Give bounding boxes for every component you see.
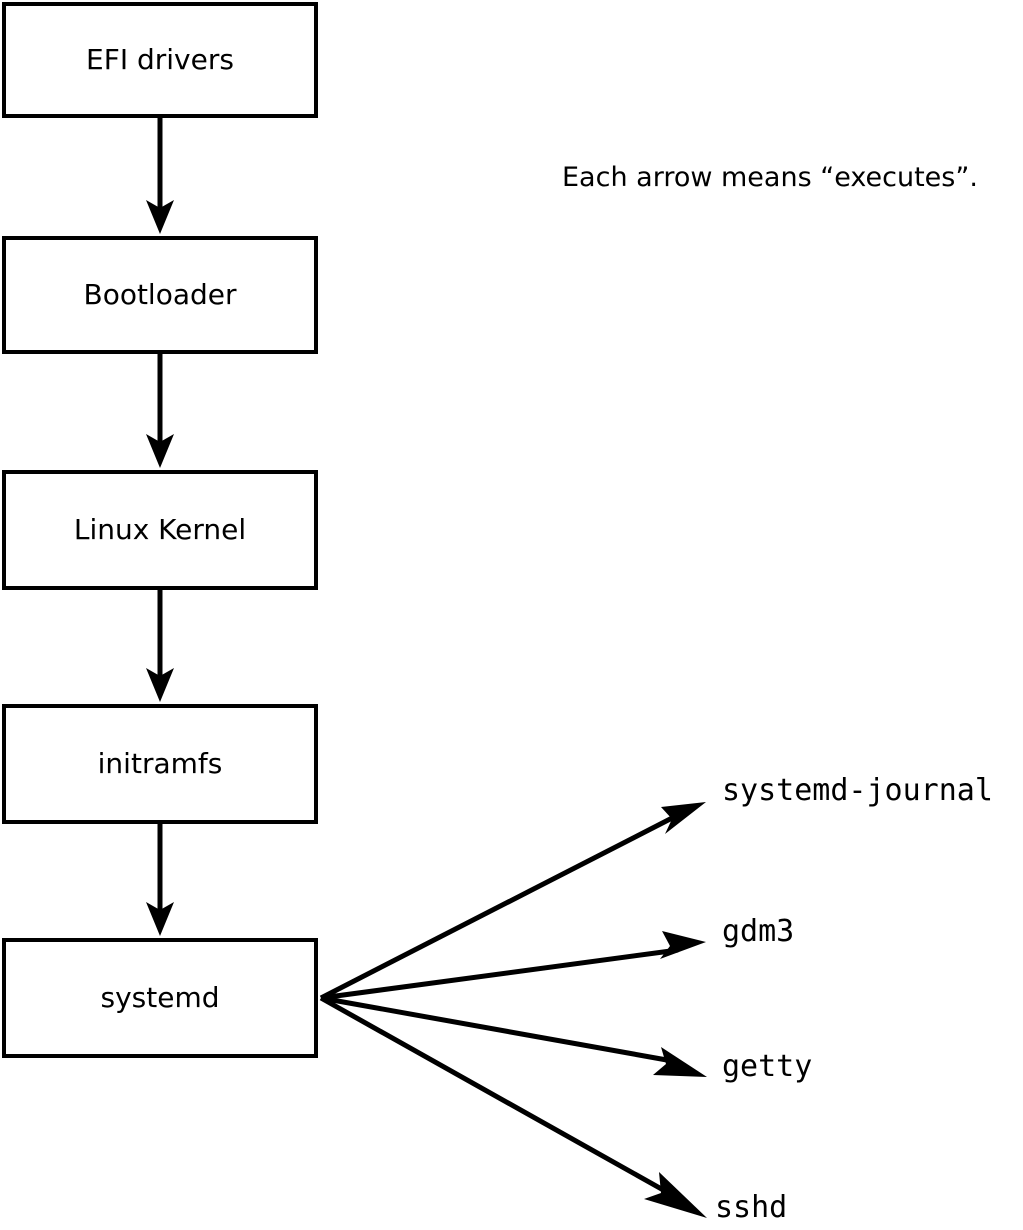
stage-box-linux-kernel[interactable]: Linux Kernel <box>2 470 318 590</box>
stage-label-linux-kernel: Linux Kernel <box>73 513 247 546</box>
stage-box-systemd[interactable]: systemd <box>2 938 318 1058</box>
fan-arrow-sshd <box>319 995 707 1218</box>
stage-label-bootloader: Bootloader <box>83 278 237 311</box>
stage-box-initramfs[interactable]: initramfs <box>2 704 318 824</box>
fan-arrow-gdm3 <box>320 931 706 1001</box>
service-label-systemd-journal: systemd-journal <box>722 773 993 808</box>
arrow-legend-note: Each arrow means “executes”. <box>562 162 978 193</box>
stage-box-efi-drivers[interactable]: EFI drivers <box>2 2 318 118</box>
stage-label-initramfs: initramfs <box>97 747 223 780</box>
fan-arrow-getty <box>320 995 707 1077</box>
chain-arrow-initramfs-to-systemd <box>146 824 174 936</box>
fan-arrow-systemd-journal <box>319 802 706 1001</box>
chain-arrow-bootloader-to-kernel <box>146 354 174 468</box>
stage-label-efi-drivers: EFI drivers <box>86 43 234 76</box>
service-label-gdm3: gdm3 <box>722 914 795 949</box>
chain-arrow-kernel-to-initramfs <box>146 590 174 702</box>
service-label-getty: getty <box>722 1049 813 1084</box>
chain-arrow-efi-to-bootloader <box>146 118 174 234</box>
stage-box-bootloader[interactable]: Bootloader <box>2 236 318 354</box>
service-label-sshd: sshd <box>715 1190 788 1225</box>
stage-label-systemd: systemd <box>100 981 220 1014</box>
